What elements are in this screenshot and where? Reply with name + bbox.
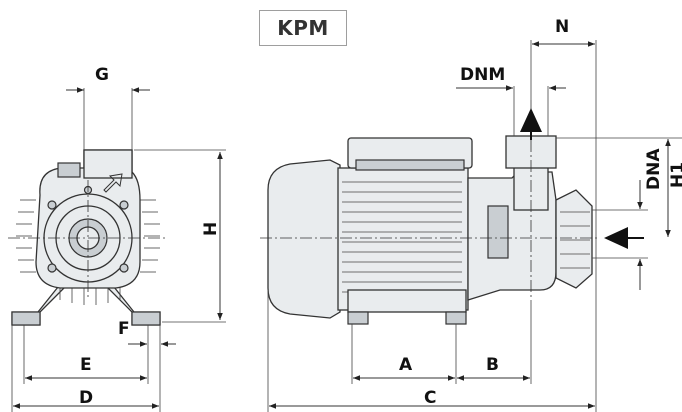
inlet-flow-arrow-icon — [604, 227, 628, 249]
side-view — [260, 100, 644, 325]
side-foot — [347, 289, 467, 313]
dim-label-e: E — [80, 355, 92, 375]
side-fan-cover — [267, 159, 341, 319]
dim-label-h: H — [201, 222, 221, 236]
dim-label-g: G — [95, 65, 109, 85]
dim-label-c: C — [424, 388, 436, 408]
outlet-flow-arrow-icon — [520, 108, 542, 132]
side-inlet-ribs — [560, 211, 590, 269]
side-terminal-box-base — [355, 159, 465, 171]
front-bolt — [119, 200, 129, 210]
front-bolt — [47, 200, 57, 210]
front-bolt — [47, 263, 57, 273]
front-right-foot-pad — [131, 311, 161, 326]
front-bolt — [119, 263, 129, 273]
front-view — [8, 149, 166, 326]
dim-label-a: A — [399, 355, 413, 375]
model-title-box: KPM — [259, 10, 347, 46]
model-title: KPM — [277, 16, 329, 40]
front-priming-plug — [57, 162, 81, 178]
dim-label-h1: H1 — [668, 162, 682, 188]
side-foot-pad-right — [445, 311, 467, 325]
side-dimensions: N DNM DNA H1 A B C — [267, 17, 682, 412]
side-foot-pad-left — [347, 311, 369, 325]
front-left-foot-pad — [11, 311, 41, 326]
dim-label-f: F — [118, 319, 130, 339]
side-pump-window — [487, 205, 509, 259]
dim-label-dna: DNA — [644, 148, 664, 190]
front-flow-arrow-icon — [103, 173, 123, 193]
dim-label-d: D — [79, 388, 93, 408]
dim-label-n: N — [555, 17, 569, 37]
front-outlet-port — [83, 149, 133, 179]
dim-label-dnm: DNM — [460, 65, 505, 85]
side-motor-body — [337, 167, 469, 311]
front-cooling-fins — [16, 199, 160, 305]
side-inlet-flange — [555, 189, 593, 289]
dim-label-b: B — [486, 355, 499, 375]
front-dimensions: G H F E D — [11, 65, 226, 412]
